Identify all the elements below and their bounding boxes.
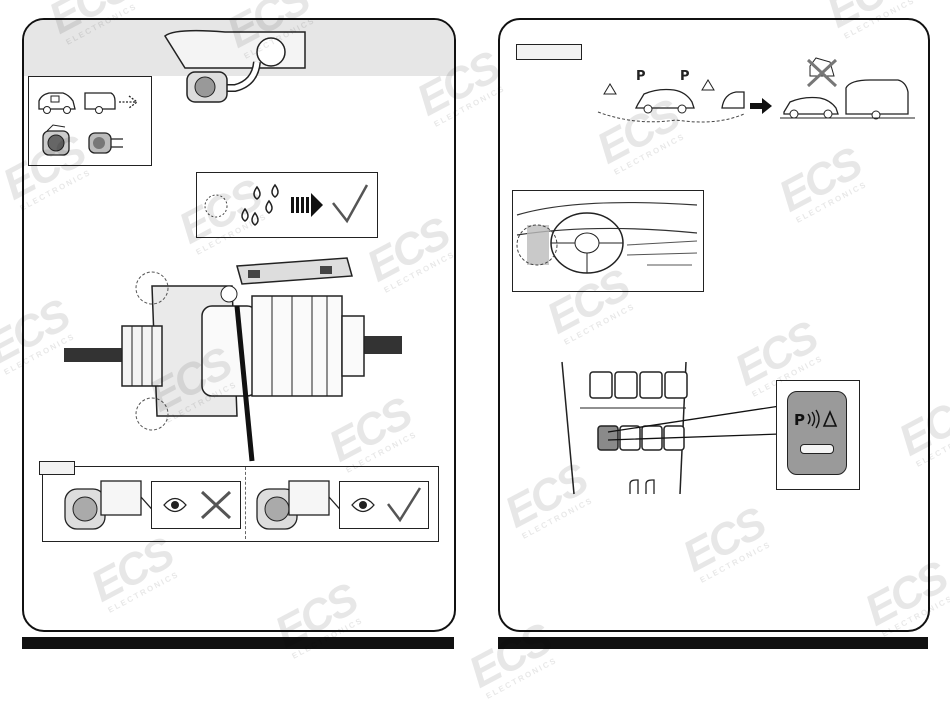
check-icon bbox=[332, 184, 369, 224]
switch-indicator-bar bbox=[800, 444, 834, 454]
car-icon bbox=[38, 92, 76, 114]
parking-sensor-icon: P bbox=[794, 409, 838, 429]
car-caravan-scene bbox=[780, 57, 915, 120]
eye-icon bbox=[163, 497, 187, 513]
eye-icon bbox=[351, 497, 375, 513]
right-page-panel bbox=[498, 18, 930, 632]
check-icon bbox=[387, 487, 422, 523]
right-page-footer-bar bbox=[498, 637, 928, 649]
water-protection-box bbox=[196, 172, 378, 238]
step-tag bbox=[516, 44, 582, 60]
plug-icon bbox=[88, 132, 123, 154]
parking-sensor-scene: P P bbox=[597, 69, 745, 123]
switch-panel-illustration bbox=[561, 361, 781, 495]
socket-icon bbox=[42, 124, 70, 156]
arrow-right-icon bbox=[750, 98, 772, 114]
plug-correct-illustration bbox=[256, 480, 346, 530]
correct-indicator bbox=[339, 481, 429, 529]
arrow-right-icon bbox=[119, 95, 139, 109]
svg-text:P: P bbox=[636, 69, 646, 84]
tow-bar-socket-illustration bbox=[164, 29, 306, 103]
socket-plug-assembly-illustration bbox=[64, 257, 402, 462]
trailer-icon bbox=[84, 92, 116, 114]
step-tag bbox=[39, 461, 75, 475]
dashed-circle-icon bbox=[204, 194, 228, 218]
water-drop-icon bbox=[241, 183, 279, 226]
switch-symbol-text: P bbox=[794, 411, 805, 429]
switch-face: P bbox=[787, 391, 847, 475]
arrow-right-icon bbox=[291, 193, 323, 217]
plug-insertion-compare-box bbox=[39, 461, 439, 542]
dashboard-icon bbox=[516, 201, 698, 274]
dashboard-box bbox=[512, 190, 704, 292]
incorrect-indicator bbox=[151, 481, 241, 529]
cross-icon bbox=[200, 490, 232, 520]
svg-text:P: P bbox=[680, 69, 690, 84]
left-page-footer-bar bbox=[22, 637, 454, 649]
parking-sensor-switch-zoom: P bbox=[776, 380, 860, 490]
plug-incorrect-illustration bbox=[64, 480, 158, 530]
compare-divider bbox=[245, 467, 246, 539]
car-trailer-connection-box bbox=[28, 76, 152, 166]
